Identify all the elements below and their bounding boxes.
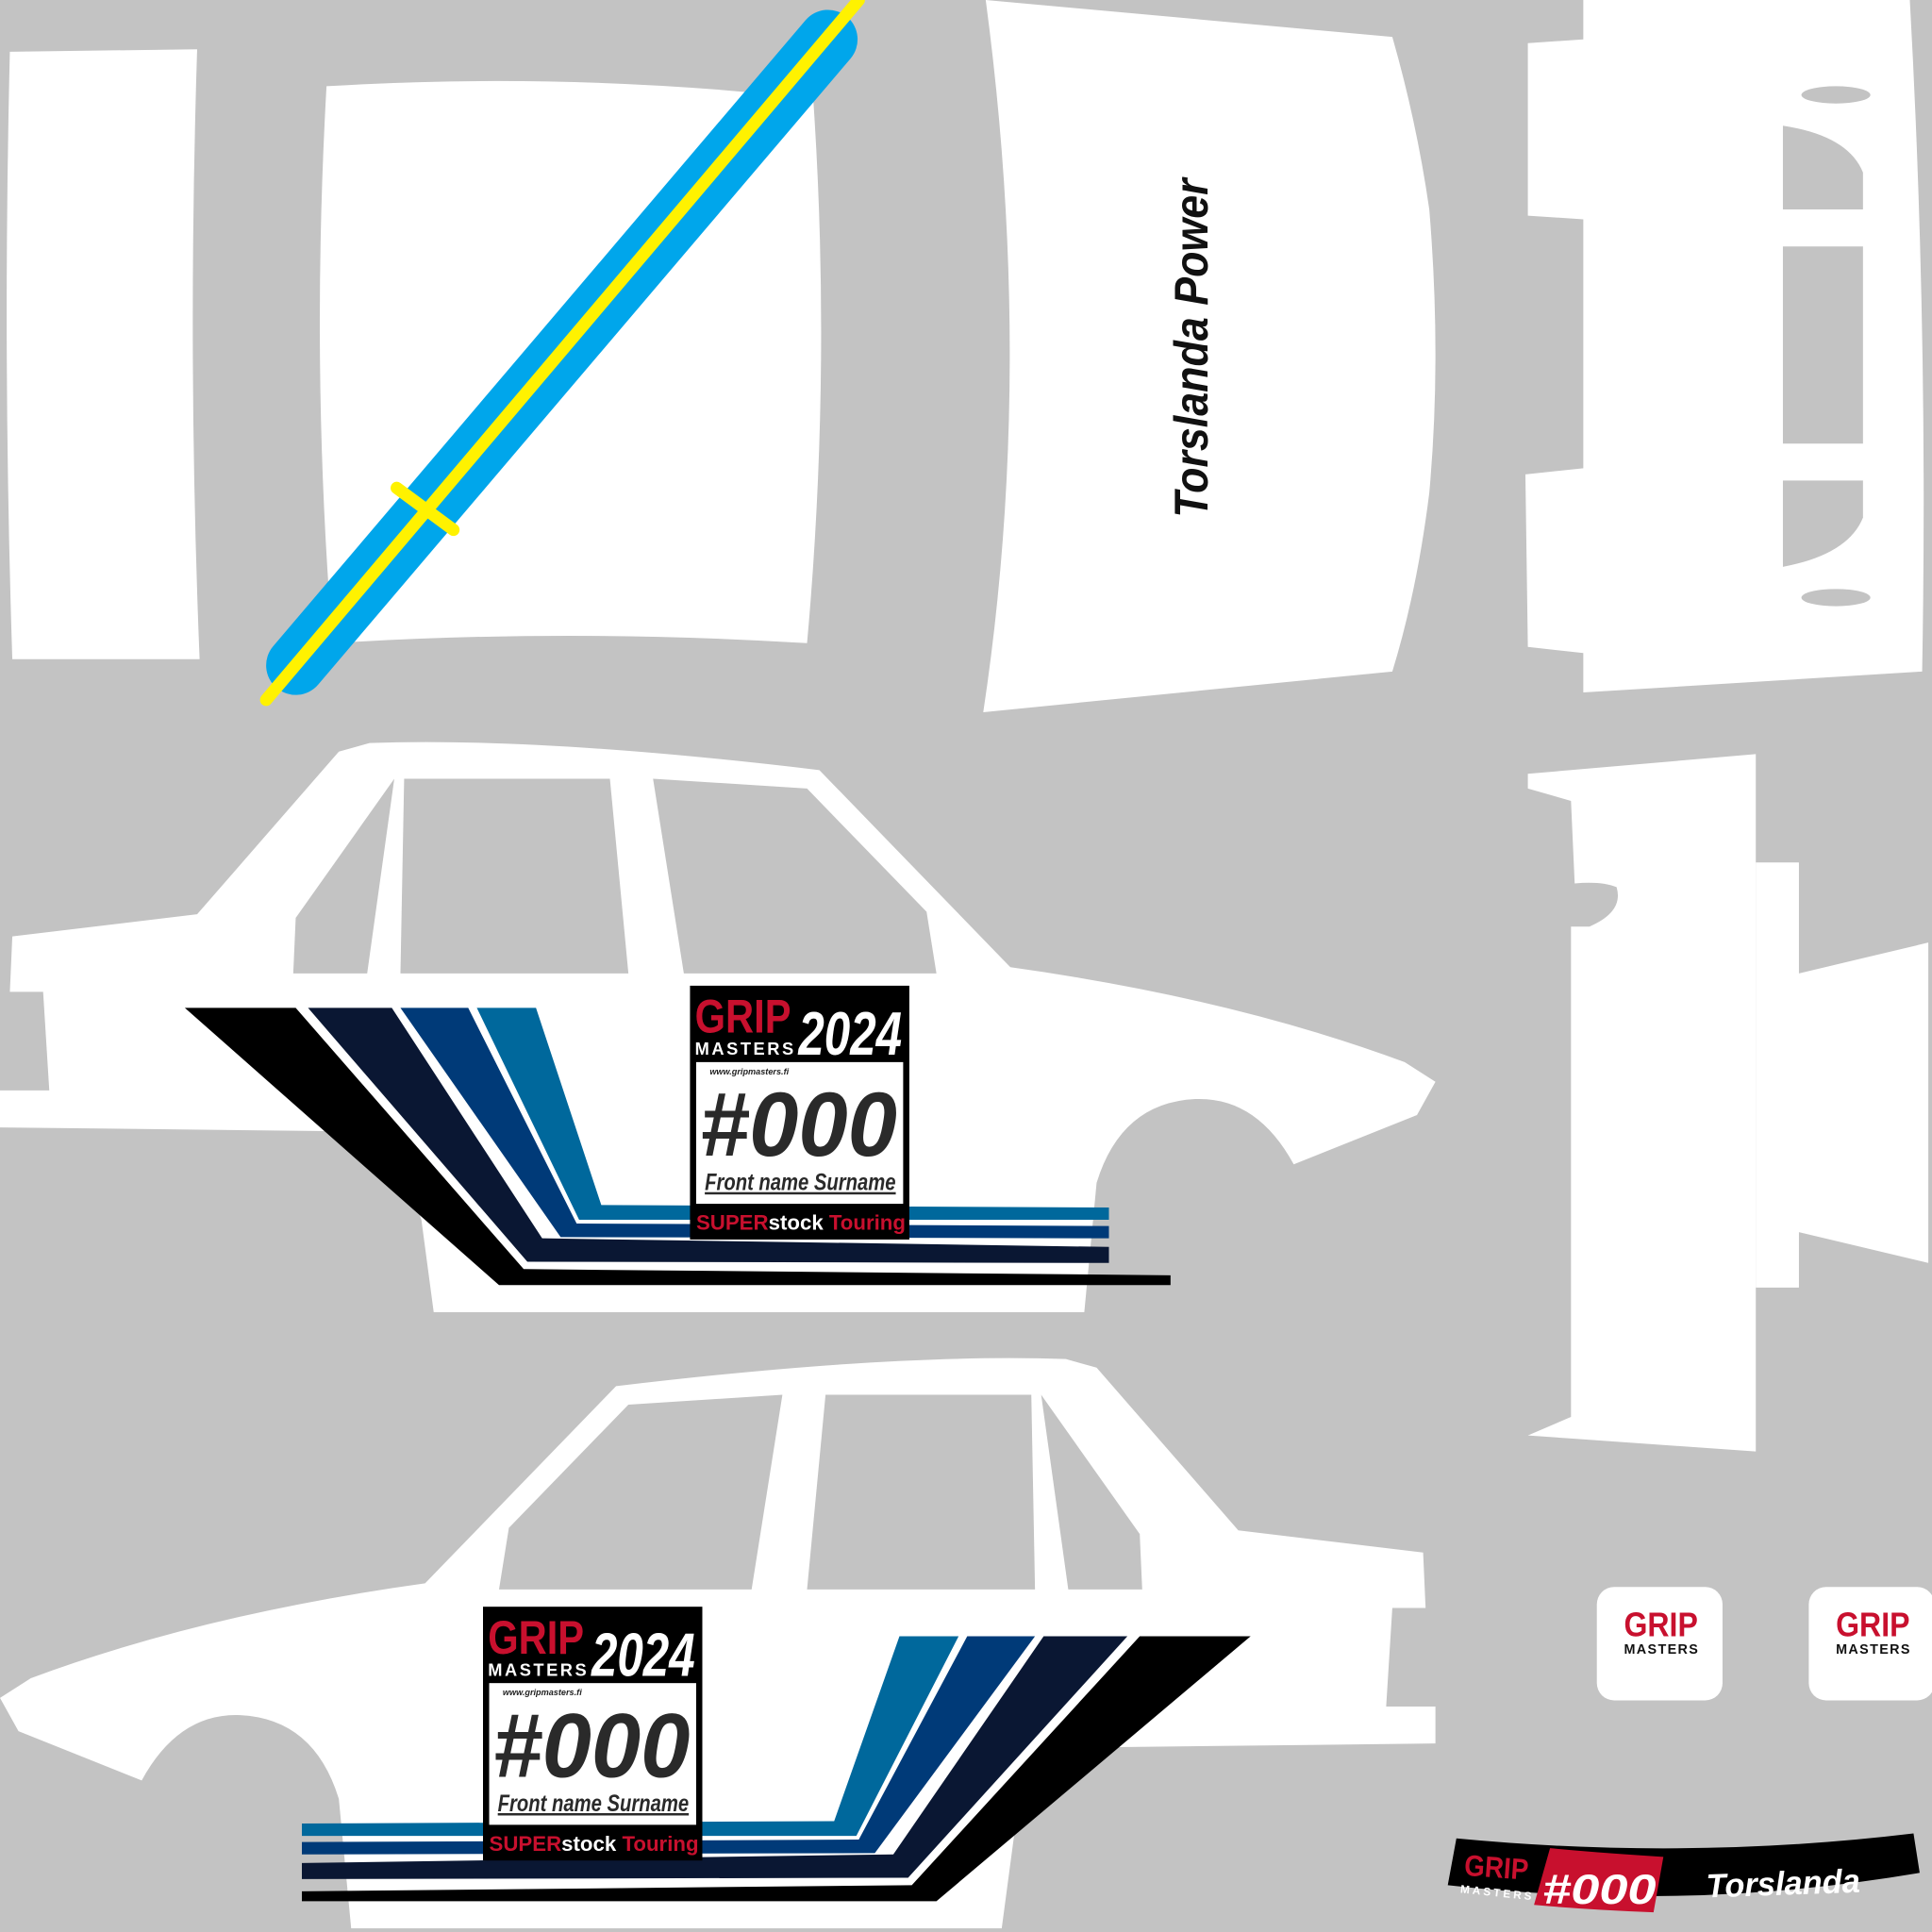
grip-masters-badge: GRIP MASTERS xyxy=(1596,1587,1723,1701)
side-stripes xyxy=(184,1008,1171,1286)
plate-number: #000 xyxy=(492,1695,690,1796)
hood-panel xyxy=(983,0,1436,712)
bumper-panel xyxy=(1527,754,1929,1452)
badge-brand-bottom: MASTERS xyxy=(1836,1642,1910,1657)
banner-name: Torslanda xyxy=(1706,1863,1861,1906)
trunk-panel xyxy=(1524,0,1924,693)
badge-brand-bottom: MASTERS xyxy=(1624,1642,1698,1657)
plate-website: www.gripmasters.fi xyxy=(503,1688,582,1697)
plate-website: www.gripmasters.fi xyxy=(709,1067,789,1076)
windshield-banner: GRIP MASTERS #000 Torslanda xyxy=(1447,1833,1920,1913)
plate-number: #000 xyxy=(700,1074,897,1175)
plate-brand-top: GRIP xyxy=(488,1611,584,1664)
plate-driver: Front name Surname xyxy=(498,1791,690,1817)
banner-number: #000 xyxy=(1542,1867,1657,1913)
badge-brand-top: GRIP xyxy=(1624,1606,1697,1644)
plate-driver: Front name Surname xyxy=(705,1171,896,1196)
left-side-panel xyxy=(0,1357,1436,1929)
windscreen-panel xyxy=(7,49,200,659)
race-number-plate: GRIP MASTERS 2024 www.gripmasters.fi #00… xyxy=(690,985,909,1240)
plate-year: 2024 xyxy=(797,999,902,1068)
plate-brand-bottom: MASTERS xyxy=(695,1039,793,1058)
grip-masters-badge: GRIP MASTERS xyxy=(1808,1587,1932,1701)
plate-year: 2024 xyxy=(590,1620,694,1689)
banner-brand-top: GRIP xyxy=(1463,1849,1529,1887)
plate-brand-top: GRIP xyxy=(695,991,791,1043)
plate-brand-bottom: MASTERS xyxy=(488,1659,586,1679)
swedish-flag-stripe xyxy=(259,0,865,707)
race-number-plate: GRIP MASTERS 2024 www.gripmasters.fi #00… xyxy=(483,1607,703,1861)
badge-brand-top: GRIP xyxy=(1836,1606,1909,1644)
plate-series: SUPERstock Touring xyxy=(696,1211,906,1235)
hood-text: Torslanda Power xyxy=(1165,176,1218,518)
plate-series: SUPERstock Touring xyxy=(490,1832,699,1856)
